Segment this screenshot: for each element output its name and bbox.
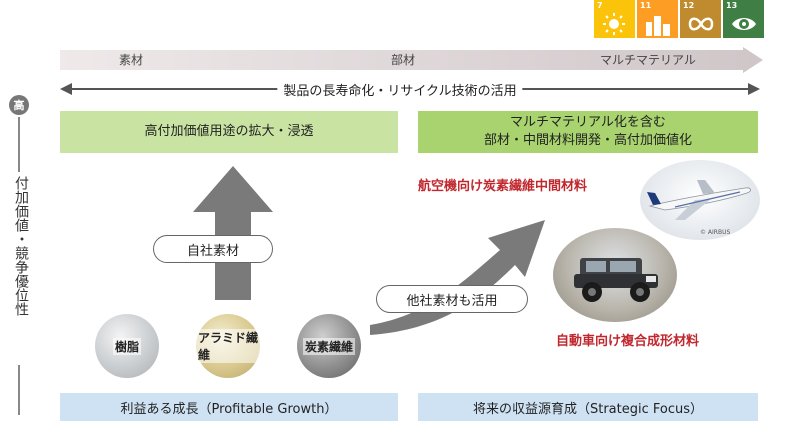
profitable-growth-text: 利益ある成長（Profitable Growth） [120, 401, 338, 417]
sdg-11-icon: 11 [637, 0, 678, 38]
stage-material: 素材 [118, 53, 144, 67]
high-value-expansion-text: 高付加価値用途の拡大・浸透 [144, 124, 314, 139]
jeep-icon [574, 258, 658, 302]
sdg-number: 11 [640, 1, 652, 10]
sdg-13-icon: 13 [723, 0, 764, 38]
axis-line [18, 117, 20, 172]
strategic-focus-text: 将来の収益源育成（Strategic Focus） [472, 401, 704, 417]
material-carbon-fiber: 炭素繊維 [297, 314, 361, 378]
stage-multimaterial: マルチマテリアル [600, 53, 696, 67]
material-resin: 樹脂 [95, 314, 159, 378]
strategic-focus-box: 将来の収益源育成（Strategic Focus） [418, 393, 758, 421]
sdg-7-icon: 7 [594, 0, 635, 38]
sdg-number: 13 [726, 1, 738, 10]
material-resin-label: 樹脂 [112, 337, 141, 355]
infinity-icon [688, 17, 714, 31]
sun-icon [603, 13, 625, 35]
lifecycle-label: 製品の長寿命化・リサイクル技術の活用 [277, 80, 523, 99]
automotive-label: 自動車向け複合成形材料 [556, 334, 700, 349]
curved-growth-arrow [370, 220, 545, 335]
axis-line [18, 365, 20, 415]
airbus-credit: © AIRBUS [700, 229, 731, 236]
material-aramid-label: アラミド繊維 [196, 329, 260, 363]
stage-progression-arrow [60, 47, 763, 73]
axis-label: 付加価値・競争優位性 [13, 176, 29, 316]
up-arrow [193, 166, 273, 300]
eye-globe-icon [732, 18, 756, 30]
high-value-expansion-box: 高付加価値用途の拡大・浸透 [60, 111, 398, 153]
airplane-icon [647, 180, 751, 220]
city-icon [646, 16, 670, 36]
other-materials-label: 他社素材も活用 [376, 285, 528, 313]
sdg-number: 7 [597, 1, 603, 10]
material-aramid-fiber: アラミド繊維 [196, 314, 260, 378]
stage-component: 部材 [390, 53, 416, 67]
material-carbon-label: 炭素繊維 [302, 337, 355, 355]
sdg-12-icon: 12 [680, 0, 721, 38]
multimaterial-line1: マルチマテリアル化を含む [510, 115, 666, 130]
sdg-number: 12 [683, 1, 695, 10]
multimaterial-line2: 部材・中間材料開発・高付加価値化 [483, 133, 692, 148]
multimaterial-box: マルチマテリアル化を含む 部材・中間材料開発・高付加価値化 [418, 111, 758, 153]
aircraft-label: 航空機向け炭素繊維中間材料 [418, 179, 588, 194]
axis-high-badge: 高 [9, 95, 29, 115]
profitable-growth-box: 利益ある成長（Profitable Growth） [60, 393, 398, 421]
own-materials-label: 自社素材 [153, 235, 273, 263]
